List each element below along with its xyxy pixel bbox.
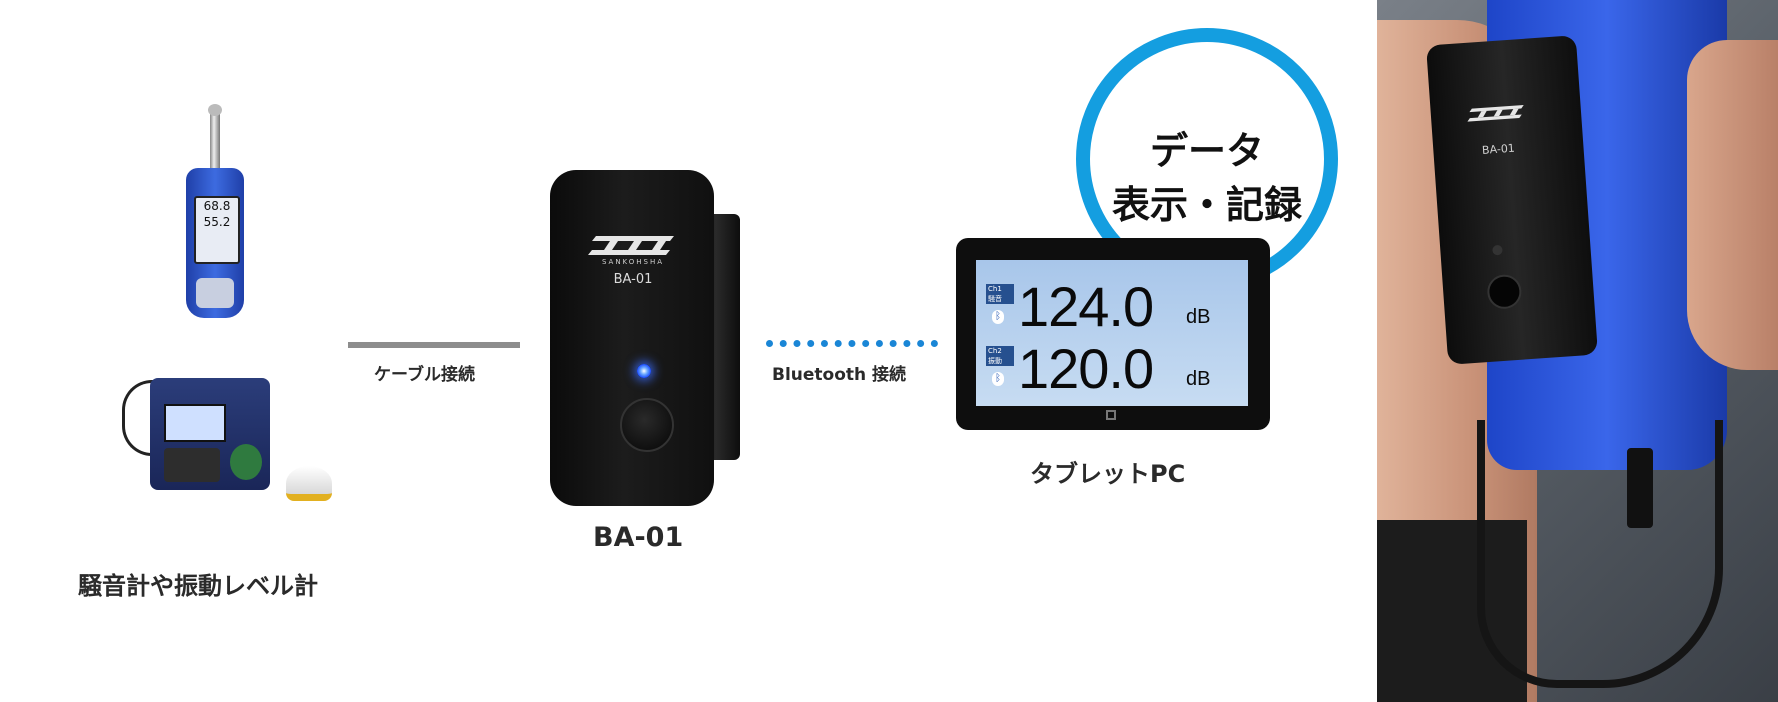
sankohsha-logo-icon bbox=[1467, 104, 1524, 122]
usage-photo: BA-01 bbox=[1377, 0, 1778, 702]
finger bbox=[1687, 40, 1778, 370]
bluetooth-icon: ᛒ bbox=[992, 372, 1004, 386]
channel-badge: Ch1 騒音 bbox=[986, 284, 1014, 304]
instruments-caption: 騒音計や振動レベル計 bbox=[78, 572, 318, 600]
attached-device-model: BA-01 bbox=[1481, 141, 1516, 157]
vibration-meter-dpad bbox=[230, 444, 262, 480]
channel-unit: dB bbox=[1186, 306, 1211, 328]
attached-ba01: BA-01 bbox=[1426, 35, 1598, 365]
attached-device-led bbox=[1492, 244, 1503, 256]
microphone bbox=[208, 104, 222, 170]
bluetooth-connection-label: Bluetooth 接続 bbox=[772, 365, 907, 385]
cable-connection-line bbox=[348, 342, 520, 348]
channel-row: Ch2 振動 ᛒ 120.0 dB bbox=[986, 337, 1246, 400]
bluetooth-led bbox=[637, 364, 651, 378]
cable-plug bbox=[1627, 448, 1653, 528]
sankohsha-logo-icon bbox=[588, 236, 674, 255]
meter-screen: 68.8 55.2 bbox=[194, 196, 240, 264]
device-model: BA-01 bbox=[613, 272, 653, 287]
meter-reading-1: 68.8 bbox=[203, 199, 231, 213]
meter-keypad bbox=[196, 278, 234, 308]
channel-row: Ch1 騒音 ᛒ 124.0 dB bbox=[986, 275, 1246, 338]
power-button bbox=[620, 398, 674, 452]
channel-value: 124.0 bbox=[1018, 275, 1154, 338]
tablet-pc-image: Ch1 騒音 ᛒ 124.0 dB Ch2 振動 ᛒ 120.0 dB bbox=[956, 238, 1270, 430]
channel-type: 騒音 bbox=[988, 295, 1002, 303]
meter-reading-2: 55.2 bbox=[203, 215, 231, 229]
bluetooth-connection-line bbox=[766, 340, 938, 347]
tablet-screen: Ch1 騒音 ᛒ 124.0 dB Ch2 振動 ᛒ 120.0 dB bbox=[976, 260, 1248, 406]
device-caption: BA-01 bbox=[593, 522, 684, 553]
channel-value: 120.0 bbox=[1018, 337, 1154, 400]
callout-line-2: 表示・記録 bbox=[1111, 183, 1302, 227]
device-body: SANKOHSHA BA-01 bbox=[550, 170, 714, 506]
sound-level-meter-image: 68.8 55.2 bbox=[180, 104, 250, 320]
device-brand: SANKOHSHA bbox=[601, 258, 665, 266]
vibration-meter-screen bbox=[164, 404, 226, 442]
attached-device-button bbox=[1486, 273, 1523, 310]
channel-id: Ch2 bbox=[988, 347, 1002, 355]
cable-connection-label: ケーブル接続 bbox=[374, 365, 475, 385]
vibration-level-meter-image bbox=[150, 378, 270, 496]
tablet-caption: タブレットPC bbox=[1030, 460, 1186, 488]
connection-cable bbox=[1477, 420, 1723, 688]
ba01-device-image: SANKOHSHA BA-01 bbox=[550, 170, 740, 506]
channel-badge: Ch2 振動 bbox=[986, 346, 1014, 366]
channel-unit: dB bbox=[1186, 368, 1211, 390]
channel-type: 振動 bbox=[988, 357, 1002, 365]
vibration-sensor bbox=[286, 466, 332, 501]
channel-id: Ch1 bbox=[988, 285, 1002, 293]
windows-logo-icon bbox=[1106, 410, 1116, 420]
vibration-meter-keys bbox=[164, 448, 220, 482]
callout-line-1: データ bbox=[1149, 129, 1264, 173]
bluetooth-icon: ᛒ bbox=[992, 310, 1004, 324]
